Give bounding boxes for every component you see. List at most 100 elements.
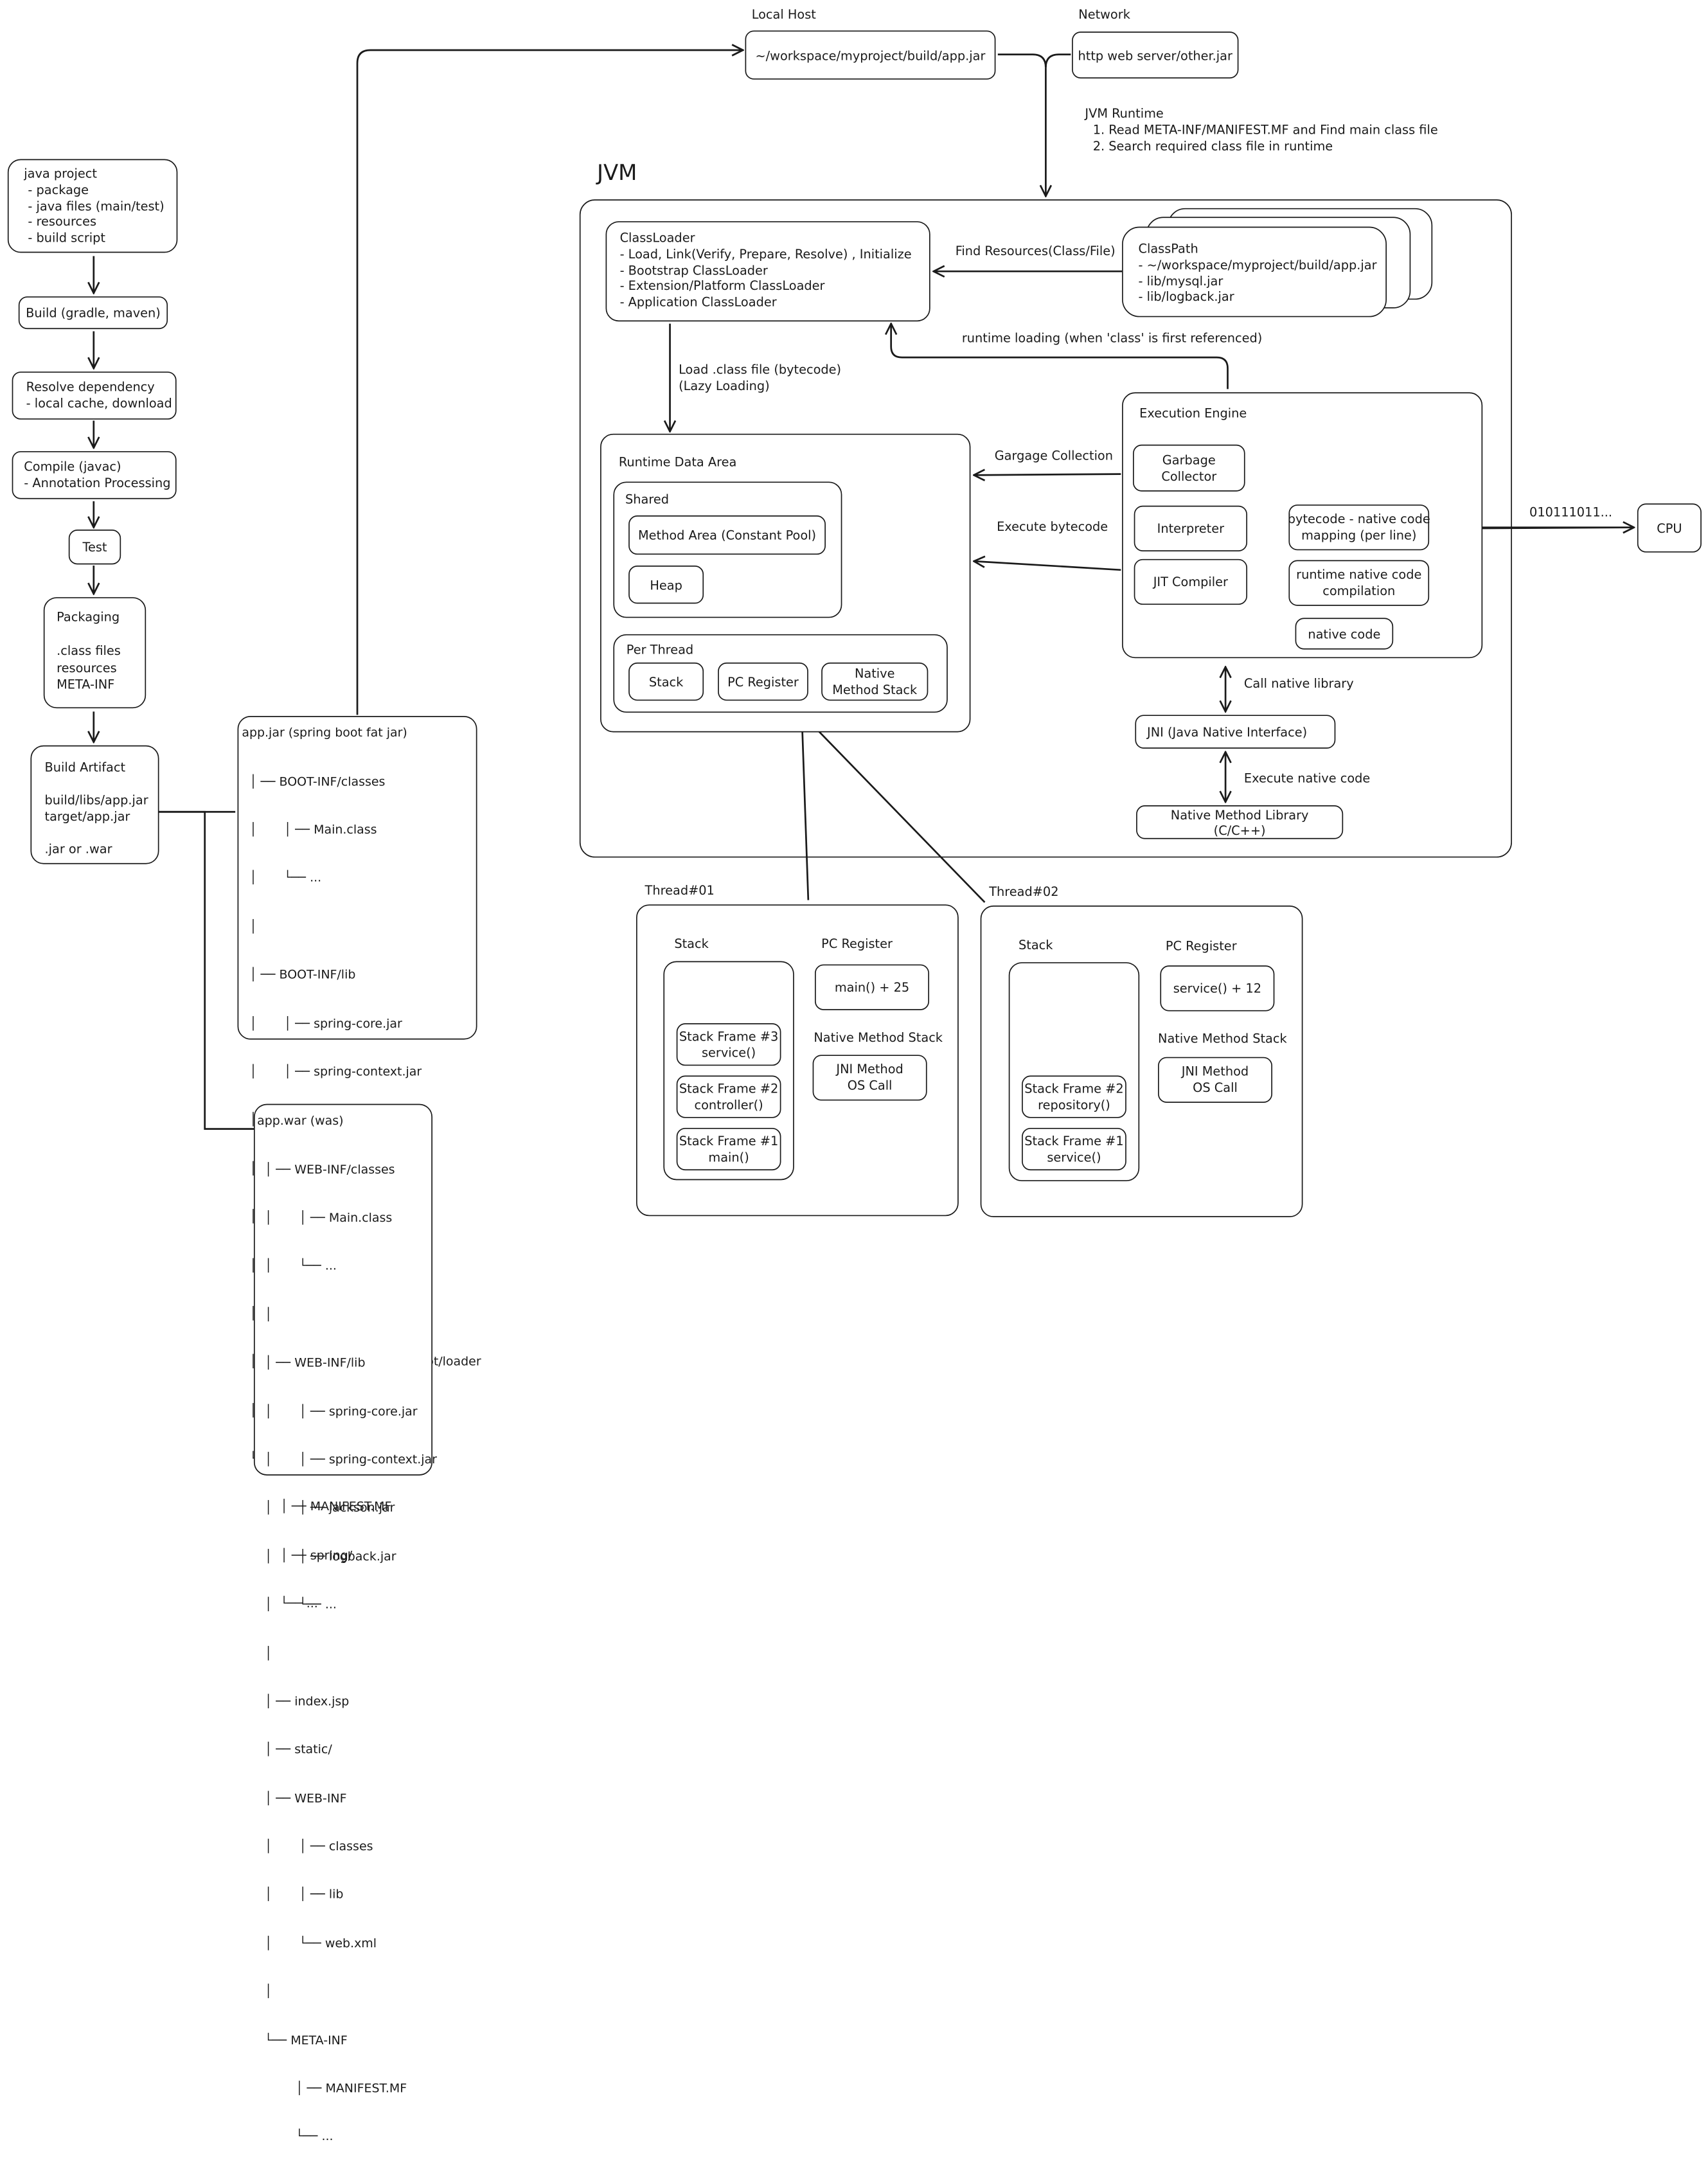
app-war-tree: │ ── WEB-INF/classes │ │ ── Main.class │… — [265, 1130, 437, 2178]
heap-box: Heap — [628, 566, 704, 604]
jni-box: JNI (Java Native Interface) — [1135, 715, 1336, 749]
classpath-box: ClassPath - ~/workspace/myproject/build/… — [1122, 226, 1387, 317]
resolve-dependency-box: Resolve dependency - local cache, downlo… — [12, 371, 177, 420]
arrow-runtime-loading — [891, 324, 1229, 389]
runtime-loading-label: runtime loading (when 'class' is first r… — [961, 330, 1263, 346]
tree-line: └── ... — [264, 2129, 334, 2144]
thread1-stack-frame: Stack Frame #3 service() — [676, 1023, 781, 1066]
execution-engine-label: Execution Engine — [1139, 405, 1247, 421]
execute-bytecode-label: Execute bytecode — [997, 519, 1108, 534]
thread1-stack-frame: Stack Frame #2 controller() — [676, 1075, 781, 1118]
interpreter-box: Interpreter — [1134, 505, 1248, 551]
tree-line: │ └── ... — [264, 1597, 337, 1612]
method-area-box: Method Area (Constant Pool) — [628, 515, 826, 555]
thread2-stack-frame: Stack Frame #2 repository() — [1022, 1075, 1126, 1118]
classloader-box: ClassLoader - Load, Link(Verify, Prepare… — [605, 221, 930, 322]
thread1-jni-call-box: JNI Method OS Call — [812, 1055, 927, 1101]
thread2-stack-label: Stack — [1019, 937, 1053, 952]
tree-line: │ — [264, 1646, 272, 1661]
garbage-collection-label: Gargage Collection — [994, 447, 1113, 463]
arrow-jar-to-localhost — [356, 50, 743, 715]
garbage-collector-box: Garbage Collector — [1133, 444, 1245, 492]
compile-box: Compile (javac) - Annotation Processing — [12, 451, 177, 499]
tree-line: │ ── static/ — [264, 1742, 332, 1757]
shared-label: Shared — [625, 491, 670, 507]
bytecode-mapping-box: bytecode - native code mapping (per line… — [1288, 504, 1430, 551]
thread1-pc-value-box: main() + 25 — [815, 964, 930, 1010]
tree-line: │ — [249, 1306, 257, 1321]
thread2-title: Thread#02 — [989, 884, 1059, 899]
tree-line: │ ── index.jsp — [264, 1694, 350, 1709]
jvm-architecture-diagram: java project - package - java files (mai… — [7, 6, 1702, 2144]
line-perthread-to-thread2 — [801, 713, 986, 903]
app-war-box: app.war (was) │ ── WEB-INF/classes │ │ ─… — [253, 1103, 437, 2144]
network-path-box: http web server/other.jar — [1072, 31, 1239, 79]
jit-compiler-box: JIT Compiler — [1134, 558, 1248, 605]
tree-line: │ │ ── lib — [264, 1888, 344, 1902]
load-class-label: Load .class file (bytecode) (Lazy Loadin… — [679, 361, 842, 393]
tree-line: │ ── WEB-INF/classes — [264, 1162, 395, 1177]
thread2-stack-frame: Stack Frame #1 service() — [1022, 1127, 1126, 1171]
thread1-native-stack-label: Native Method Stack — [814, 1030, 943, 1046]
tree-line: │ │ ── jackson.jar — [264, 1501, 395, 1515]
packaging-box: Packaging .class files resources META-IN… — [43, 597, 147, 709]
thread2-pc-register-label: PC Register — [1165, 938, 1237, 954]
thread1-title: Thread#01 — [645, 882, 715, 898]
call-native-library-label: Call native library — [1243, 675, 1354, 692]
tree-line: │ ── BOOT-INF/classes — [249, 774, 386, 789]
thread2-jni-call-box: JNI Method OS Call — [1157, 1057, 1272, 1103]
network-label: Network — [1078, 6, 1130, 22]
cpu-box: CPU — [1637, 503, 1702, 553]
app-jar-title: app.jar (spring boot fat jar) — [242, 726, 407, 740]
tree-line: │ │ ── logback.jar — [264, 1549, 396, 1564]
tree-line: │ — [249, 919, 257, 934]
tree-line: │ │ ── spring-context.jar — [264, 1452, 437, 1467]
tree-line: └── META-INF — [264, 2033, 348, 2048]
java-project-box: java project - package - java files (mai… — [7, 159, 178, 253]
build-artifact-box: Build Artifact build/libs/app.jar target… — [30, 745, 159, 864]
runtime-data-area-label: Runtime Data Area — [618, 454, 737, 470]
pc-register-box: PC Register — [718, 662, 808, 701]
tree-line: │ — [264, 1985, 272, 1999]
tree-line: │ ── WEB-INF/lib — [264, 1355, 366, 1370]
test-box: Test — [68, 530, 121, 565]
thread2-native-stack-label: Native Method Stack — [1157, 1031, 1287, 1046]
build-box: Build (gradle, maven) — [18, 296, 168, 330]
native-method-stack-box: Native Method Stack — [821, 662, 929, 701]
tree-line: │ ── BOOT-INF/lib — [249, 967, 356, 983]
app-war-title: app.war (was) — [257, 1113, 344, 1128]
tree-line: │ └── ... — [264, 1259, 337, 1274]
tree-line: │ │ ── Main.class — [264, 1210, 393, 1225]
tree-line: │ ── MANIFEST.MF — [264, 2081, 407, 2096]
tree-line: │ │ ── spring-core.jar — [249, 1016, 402, 1031]
thread1-stack-label: Stack — [674, 936, 709, 952]
line-artifact-to-war — [159, 810, 255, 1130]
binary-output-label: 010111011... — [1529, 504, 1613, 520]
local-host-label: Local Host — [751, 6, 816, 22]
execute-native-code-label: Execute native code — [1243, 770, 1371, 786]
thread1-pc-register-label: PC Register — [821, 936, 893, 952]
jvm-runtime-notes: JVM Runtime 1. Read META-INF/MANIFEST.MF… — [1085, 105, 1438, 154]
local-host-path-box: ~/workspace/myproject/build/app.jar — [745, 30, 996, 80]
tree-line: │ └── web.xml — [264, 1936, 377, 1950]
jvm-frame — [579, 199, 1512, 858]
runtime-native-compilation-box: runtime native code compilation — [1288, 560, 1430, 606]
app-jar-box: app.jar (spring boot fat jar) │ ── BOOT-… — [237, 716, 481, 1611]
tree-line: │ │ ── classes — [264, 1839, 373, 1854]
thread2-pc-value-box: service() + 12 — [1160, 965, 1275, 1012]
jvm-title: JVM — [596, 159, 637, 186]
tree-line: │ │ ── spring-context.jar — [249, 1064, 422, 1079]
native-code-box: native code — [1295, 618, 1394, 650]
line-localhost-merge — [997, 53, 1047, 68]
tree-line: │ — [264, 1307, 272, 1322]
stack-box: Stack — [628, 662, 704, 701]
line-perthread-to-thread1 — [801, 713, 810, 900]
native-method-library-box: Native Method Library (C/C++) — [1136, 805, 1344, 839]
arrow-execute-bytecode — [974, 561, 1121, 571]
tree-line: │ │ ── Main.class — [249, 823, 377, 837]
tree-line: │ — [249, 1403, 257, 1418]
arrow-garbage-collection — [974, 474, 1121, 476]
tree-line: │ ── WEB-INF — [264, 1791, 347, 1806]
tree-line: │ │ ── spring-core.jar — [264, 1404, 418, 1418]
tree-line: │ └── ... — [249, 871, 322, 886]
